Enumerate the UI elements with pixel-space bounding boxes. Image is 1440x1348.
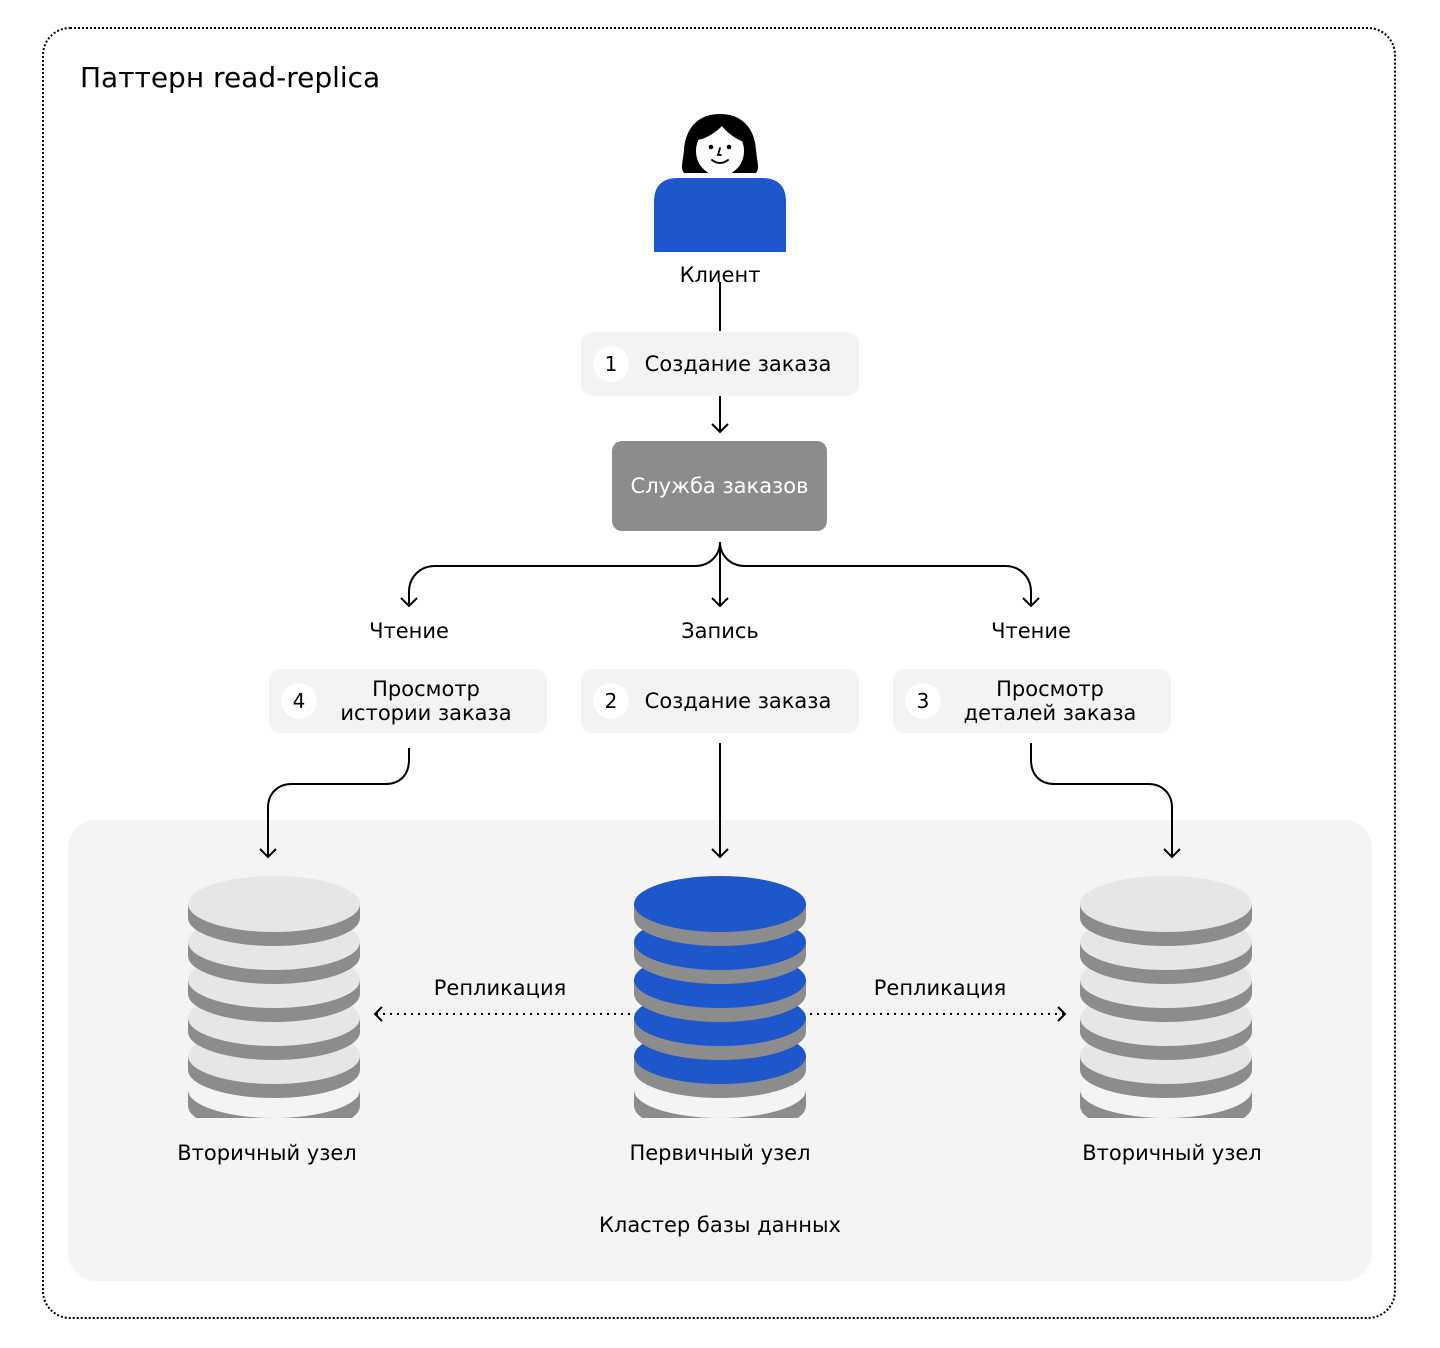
replication-label-right: Репликация xyxy=(873,976,1007,1000)
service-label: Служба заказов xyxy=(630,474,809,498)
step-label: Создание заказа xyxy=(644,352,832,376)
secondary-database-left-icon xyxy=(188,876,360,1118)
secondary-node-label-right: Вторичный узел xyxy=(1082,1141,1262,1165)
secondary-node-label-left: Вторичный узел xyxy=(177,1141,357,1165)
write-label: Запись xyxy=(681,619,759,643)
diagram-frame xyxy=(42,27,1396,1319)
step-number: 2 xyxy=(593,683,629,719)
step-1-create-order: 1 Создание заказа xyxy=(581,332,859,396)
cluster-label: Кластер базы данных xyxy=(598,1213,841,1237)
primary-node-label: Первичный узел xyxy=(629,1141,811,1165)
step-label: Создание заказа xyxy=(644,689,832,713)
step-2-create-order: 2 Создание заказа xyxy=(581,669,859,733)
step-number: 1 xyxy=(593,346,629,382)
secondary-database-right-icon xyxy=(1080,876,1252,1118)
step-number: 3 xyxy=(905,683,941,719)
replication-label-left: Репликация xyxy=(433,976,567,1000)
connector-service-read-left xyxy=(408,541,721,605)
step-number: 4 xyxy=(281,683,317,719)
order-service-box: Служба заказов xyxy=(612,441,827,531)
user-avatar-icon xyxy=(654,114,786,252)
read-label-left: Чтение xyxy=(369,619,449,643)
connector-step4-secondary-left xyxy=(267,748,410,856)
primary-database-icon xyxy=(634,876,806,1118)
diagram-title: Паттерн read-replica xyxy=(80,61,381,94)
read-label-right: Чтение xyxy=(991,619,1071,643)
client-label: Клиент xyxy=(679,263,761,287)
connector-service-read-right xyxy=(719,541,1032,605)
connector-step3-secondary-right xyxy=(1030,743,1173,856)
